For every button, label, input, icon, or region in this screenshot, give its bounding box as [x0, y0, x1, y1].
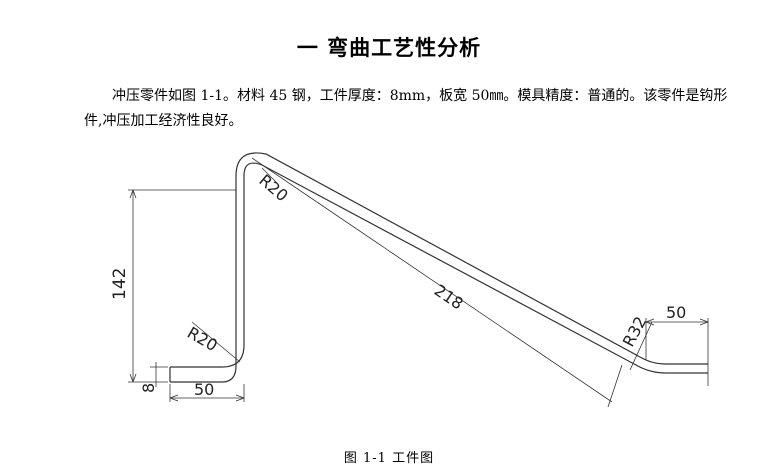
dim-thickness: 8	[139, 383, 158, 393]
dim-radius-bottom: R20	[184, 323, 221, 355]
body-paragraph: 冲压零件如图 1-1。材料 45 钢，工件厚度：8mm，板宽 50㎜。模具精度：…	[84, 88, 728, 129]
dim-radius-top: R20	[255, 171, 291, 206]
dim-radius-right: R32	[619, 313, 651, 350]
dimension-lines	[128, 157, 709, 408]
section-title: 一 弯曲工艺性分析	[296, 36, 482, 60]
figure-caption: 图 1-1 工件图	[343, 451, 435, 466]
dim-right-leg: 50	[666, 303, 686, 322]
part-outline	[169, 152, 708, 383]
dim-slant-length: 218	[431, 281, 467, 314]
dim-left-leg: 50	[194, 380, 214, 399]
dim-height-total: 142	[110, 268, 130, 300]
